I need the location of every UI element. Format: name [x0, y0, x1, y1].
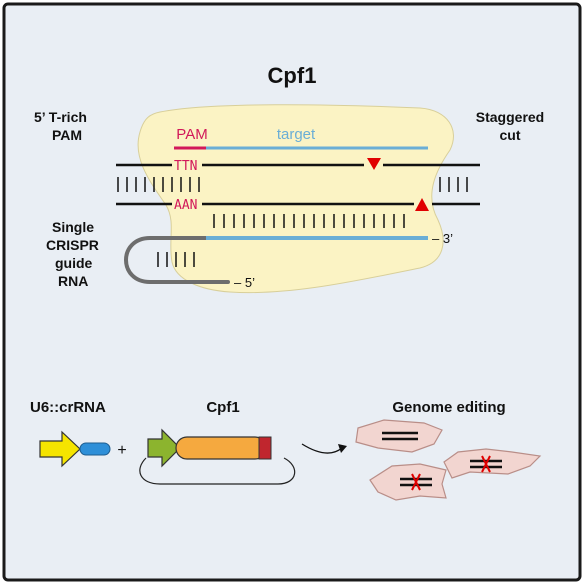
guide-label-line2: CRISPR	[46, 237, 99, 253]
guide-rna-handle-loop	[124, 236, 230, 284]
ttn-sequence: TTN	[174, 159, 197, 174]
delivery-arrow	[301, 443, 343, 454]
promoter-arrow-icon	[147, 428, 181, 468]
cpf1-gene-icon	[175, 436, 267, 460]
top-cut-site-icon	[367, 158, 381, 170]
cpf1-construct-label: Cpf1	[206, 399, 239, 416]
guide-label-line1: Single	[52, 219, 94, 235]
aan-sequence: AAN	[174, 198, 197, 213]
pam-label-line2: PAM	[52, 127, 82, 143]
guide-label-line3: guide	[55, 255, 93, 271]
crrna-label: U6::crRNA	[30, 399, 106, 416]
pam-label: PAM	[176, 126, 207, 143]
three-prime-end-label: – 3’	[432, 231, 453, 246]
cell-1-icon	[355, 419, 443, 453]
dna-base-pairs-right	[439, 177, 468, 192]
genome-editing-label: Genome editing	[392, 399, 505, 416]
five-prime-end-label: – 5’	[234, 275, 255, 290]
target-label: target	[277, 126, 316, 143]
staggered-cut-line2: cut	[500, 127, 521, 143]
bottom-cut-site-icon	[415, 198, 429, 211]
plasmid-backbone	[139, 457, 296, 485]
guide-rna-stem-pairs	[157, 252, 195, 267]
dna-base-pairs-left	[117, 177, 200, 192]
crrna-cassette-icon	[79, 442, 111, 456]
page-title: Cpf1	[268, 63, 317, 88]
pam-label-line1: 5’ T-rich	[34, 109, 87, 125]
delivery-arrowhead-icon	[338, 444, 347, 453]
plus-sign: +	[117, 442, 126, 459]
guide-target-base-pairs	[213, 214, 405, 228]
nls-tag-icon	[258, 436, 272, 460]
u6-promoter-arrow-icon	[39, 430, 81, 468]
cell-2-icon	[443, 448, 542, 479]
cell-3-icon	[369, 463, 447, 501]
guide-label-line4: RNA	[58, 273, 88, 289]
staggered-cut-line1: Staggered	[476, 109, 544, 125]
